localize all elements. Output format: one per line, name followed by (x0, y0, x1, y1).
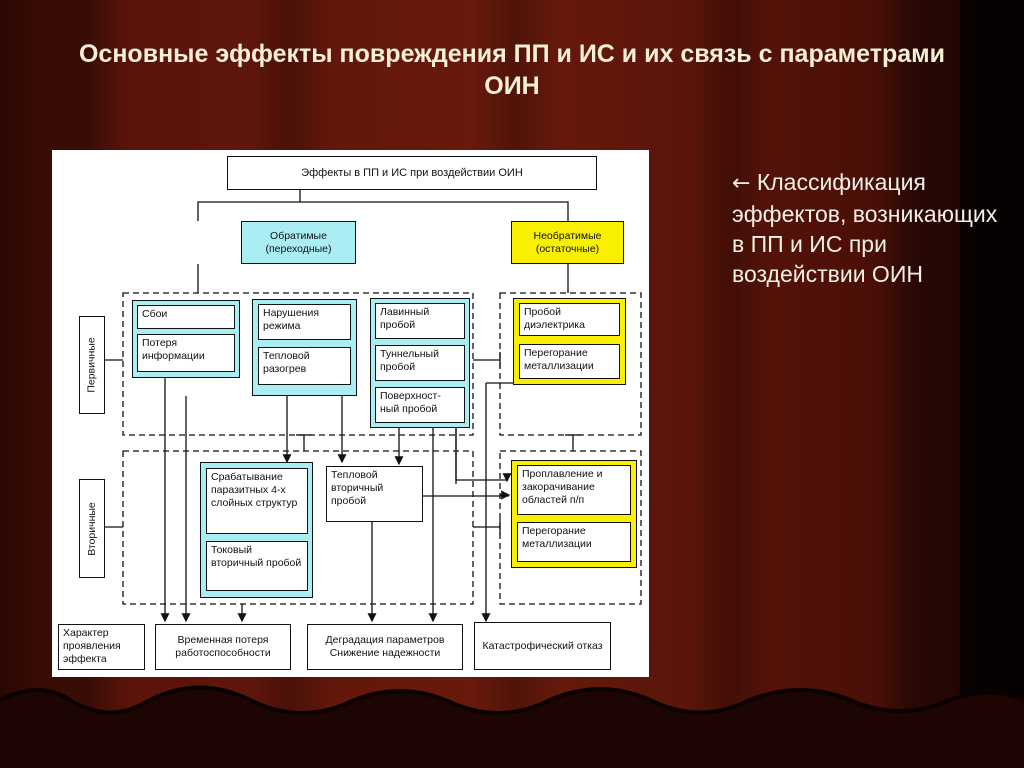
parasitic-box: Срабатывание паразитных 4-х слойных стру… (206, 468, 308, 534)
avalanche-box: Лавинный пробой (375, 303, 465, 339)
thermal-heating-box: Тепловой разогрев (258, 347, 351, 385)
reversible-box: Обратимые (переходные) (241, 221, 356, 264)
catastrophic-box: Катастрофический отказ (474, 622, 611, 670)
metal-burn-box: Перегорание металлизации (519, 344, 620, 379)
dielectric-box: Пробой диэлектрика (519, 303, 620, 336)
mode-violation-box: Нарушения режима (258, 304, 351, 340)
temp-loss-box: Временная потеря работоспособности (155, 624, 291, 670)
info-loss-box: Потеря информации (137, 334, 235, 372)
primary-label: Первичные (79, 316, 105, 414)
metal-burn2-box: Перегорание металлизации (517, 522, 631, 562)
left-arrow-icon: ← (732, 171, 751, 196)
slide-title: Основные эффекты повреждения ПП и ИС и и… (78, 40, 945, 100)
secondary-label: Вторичные (79, 479, 105, 578)
current-breakdown-box: Токовый вторичный пробой (206, 541, 308, 591)
side-note: ← Классификация эффектов, возникающих в … (732, 167, 1002, 289)
diagram-connectors (105, 190, 642, 623)
surface-box: Поверхност-ный пробой (375, 387, 465, 423)
thermal-secondary-box: Тепловой вторичный пробой (326, 466, 423, 522)
degradation-box: Деградация параметров Снижение надежност… (307, 624, 463, 670)
classification-diagram: Эффекты в ПП и ИС при воздействии ОИН Об… (52, 150, 649, 677)
melting-box: Проплавление и закорачивание областей п/… (517, 465, 631, 515)
tunnel-box: Туннельный пробой (375, 345, 465, 381)
root-box: Эффекты в ПП и ИС при воздействии ОИН (227, 156, 597, 190)
nature-box: Характер проявления эффекта (58, 624, 145, 670)
side-note-text: Классификация эффектов, возникающих в ПП… (732, 169, 998, 287)
failures-box: Сбои (137, 305, 235, 329)
irreversible-box: Необратимые (остаточные) (511, 221, 624, 264)
